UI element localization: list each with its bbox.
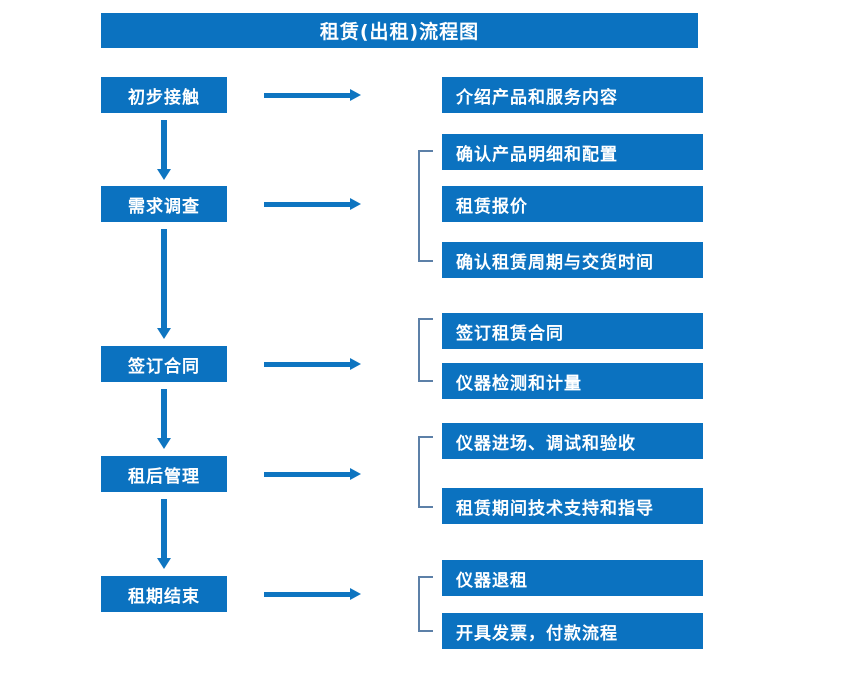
group-bracket-endterm xyxy=(418,576,433,632)
chart-title: 租赁(出租)流程图 xyxy=(101,13,698,48)
stage-node-4[interactable]: 租后管理 xyxy=(101,456,227,492)
detail-node-7[interactable]: 仪器进场、调试和验收 xyxy=(442,423,703,459)
detail-node-2[interactable]: 确认产品明细和配置 xyxy=(442,134,703,170)
vertical-arrow-1 xyxy=(157,120,171,180)
horizontal-arrow-2 xyxy=(264,198,361,210)
group-bracket-postrental xyxy=(418,436,433,508)
detail-node-6[interactable]: 仪器检测和计量 xyxy=(442,363,703,399)
detail-node-1[interactable]: 介绍产品和服务内容 xyxy=(442,77,703,113)
stage-node-5[interactable]: 租期结束 xyxy=(101,576,227,612)
horizontal-arrow-3 xyxy=(264,358,361,370)
detail-node-8[interactable]: 租赁期间技术支持和指导 xyxy=(442,488,703,524)
stage-node-3[interactable]: 签订合同 xyxy=(101,346,227,382)
horizontal-arrow-5 xyxy=(264,588,361,600)
stage-node-1[interactable]: 初步接触 xyxy=(101,77,227,113)
horizontal-arrow-1 xyxy=(264,89,361,101)
group-bracket-demand xyxy=(418,150,433,262)
vertical-arrow-2 xyxy=(157,229,171,339)
stage-node-2[interactable]: 需求调查 xyxy=(101,186,227,222)
detail-node-4[interactable]: 确认租赁周期与交货时间 xyxy=(442,242,703,278)
horizontal-arrow-4 xyxy=(264,468,361,480)
group-bracket-contract xyxy=(418,318,433,382)
detail-node-5[interactable]: 签订租赁合同 xyxy=(442,313,703,349)
detail-node-10[interactable]: 开具发票，付款流程 xyxy=(442,613,703,649)
detail-node-3[interactable]: 租赁报价 xyxy=(442,186,703,222)
vertical-arrow-4 xyxy=(157,499,171,569)
vertical-arrow-3 xyxy=(157,389,171,449)
detail-node-9[interactable]: 仪器退租 xyxy=(442,560,703,596)
